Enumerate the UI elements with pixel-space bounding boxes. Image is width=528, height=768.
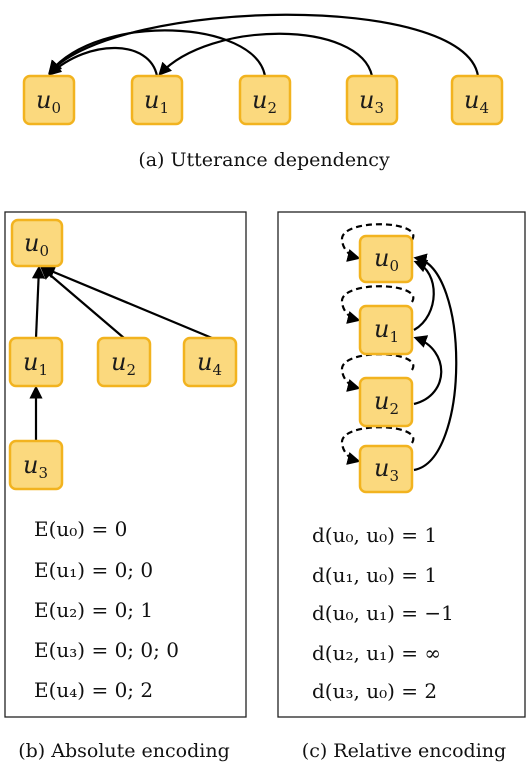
node-label-base: u (374, 387, 389, 415)
panel-b-node-u4[interactable]: u4 (182, 336, 238, 388)
node-label-sub: 4 (479, 99, 489, 117)
edge-b-u2-u0 (39, 266, 125, 339)
absolute-encoding-line: E(u₀) = 0 (34, 517, 127, 541)
svg-text:u1: u1 (144, 86, 169, 117)
node-label-sub: 3 (374, 99, 384, 117)
node-label-sub: 3 (389, 467, 399, 485)
relative-encoding-line: d(u₃, u₀) = 2 (312, 679, 437, 703)
node-label-base: u (374, 454, 389, 482)
panel-c-edges (413, 253, 458, 472)
node-label-base: u (359, 86, 374, 114)
edge-c-u3-u0 (413, 253, 458, 472)
panel-c-node-u0[interactable]: u0 (358, 234, 414, 284)
edge-c-u1-u0 (413, 259, 435, 331)
caption-c: (c) Relative encoding (302, 740, 506, 762)
node-label-sub: 2 (389, 400, 399, 418)
node-label-sub: 0 (389, 257, 399, 275)
panel-c-node-u2[interactable]: u2 (358, 376, 414, 428)
node-label-sub: 1 (159, 99, 169, 117)
node-label-base: u (464, 86, 479, 114)
panel-a-node-u2[interactable]: u2 (238, 74, 292, 126)
node-label-base: u (111, 348, 126, 376)
self-loop-u1 (340, 285, 415, 324)
node-label-sub: 2 (126, 361, 136, 379)
svg-text:u2: u2 (252, 86, 277, 117)
absolute-encoding-line: E(u₁) = 0; 0 (34, 558, 153, 582)
node-label-base: u (36, 86, 51, 114)
svg-text:u0: u0 (24, 229, 49, 260)
panel-b-edges (29, 265, 213, 440)
node-label-base: u (23, 451, 38, 479)
self-loop-u0 (340, 223, 415, 262)
absolute-encoding-line: E(u₄) = 0; 2 (34, 678, 153, 702)
node-label-sub: 2 (267, 99, 277, 117)
edge-c-u2-u1 (413, 335, 443, 406)
edge-a-u3-u1 (158, 32, 374, 77)
absolute-encoding-line: E(u₂) = 0; 1 (34, 598, 153, 622)
node-label-base: u (374, 244, 389, 272)
node-label-base: u (24, 229, 39, 257)
node-label-sub: 0 (51, 99, 61, 117)
svg-text:u4: u4 (197, 348, 222, 379)
node-label-base: u (23, 348, 38, 376)
node-label-base: u (197, 348, 212, 376)
panel-c-node-u3[interactable]: u3 (358, 444, 414, 494)
panel-a-node-u3[interactable]: u3 (345, 74, 399, 126)
panel-c-self-loops (340, 223, 415, 465)
svg-text:u2: u2 (374, 387, 399, 418)
panel-a-edges (48, 13, 480, 77)
panel-c-node-u1[interactable]: u1 (358, 304, 414, 356)
node-label-base: u (144, 86, 159, 114)
svg-text:u0: u0 (36, 86, 61, 117)
edge-a-u2-u0 (48, 29, 267, 77)
node-label-sub: 1 (389, 328, 399, 346)
svg-text:u1: u1 (374, 315, 399, 346)
edge-a-u4-u0 (48, 13, 480, 77)
node-label-sub: 4 (212, 361, 222, 379)
caption-b: (b) Absolute encoding (18, 740, 230, 762)
svg-text:u3: u3 (23, 451, 48, 482)
self-loop-u3 (340, 426, 415, 465)
svg-text:u2: u2 (111, 348, 136, 379)
absolute-encoding-list: E(u₀) = 0 E(u₁) = 0; 0 E(u₂) = 0; 1 E(u₃… (34, 517, 179, 702)
panel-b-node-u0[interactable]: u0 (10, 218, 64, 268)
panel-b-node-u1[interactable]: u1 (8, 336, 64, 388)
panel-c-frame (277, 211, 526, 718)
panel-a-node-u0[interactable]: u0 (22, 74, 76, 126)
relative-encoding-list: d(u₀, u₀) = 1 d(u₁, u₀) = 1 d(u₀, u₁) = … (312, 523, 454, 703)
node-label-base: u (252, 86, 267, 114)
self-loop-u2 (340, 353, 415, 392)
svg-text:u0: u0 (374, 244, 399, 275)
relative-encoding-line: d(u₀, u₀) = 1 (312, 523, 437, 547)
relative-encoding-line: d(u₂, u₁) = ∞ (312, 641, 441, 665)
relative-encoding-line: d(u₁, u₀) = 1 (312, 563, 437, 587)
svg-text:u4: u4 (464, 86, 489, 117)
panel-a-node-u4[interactable]: u4 (450, 74, 504, 126)
absolute-encoding-line: E(u₃) = 0; 0; 0 (34, 638, 179, 662)
svg-text:u1: u1 (23, 348, 48, 379)
edge-a-u1-u0 (48, 46, 159, 77)
panel-a-node-u1[interactable]: u1 (130, 74, 184, 126)
panel-b-frame (4, 211, 247, 718)
node-label-sub: 0 (39, 242, 49, 260)
edge-b-u4-u0 (41, 265, 213, 340)
node-label-sub: 3 (38, 464, 48, 482)
svg-text:u3: u3 (374, 454, 399, 485)
edge-b-u1-u0 (31, 265, 46, 339)
node-label-sub: 1 (38, 361, 48, 379)
svg-text:u3: u3 (359, 86, 384, 117)
node-label-base: u (374, 315, 389, 343)
relative-encoding-line: d(u₀, u₁) = −1 (312, 601, 454, 625)
panel-b-node-u2[interactable]: u2 (96, 336, 152, 388)
panel-b-node-u3[interactable]: u3 (8, 439, 64, 491)
caption-a: (a) Utterance dependency (138, 149, 390, 171)
